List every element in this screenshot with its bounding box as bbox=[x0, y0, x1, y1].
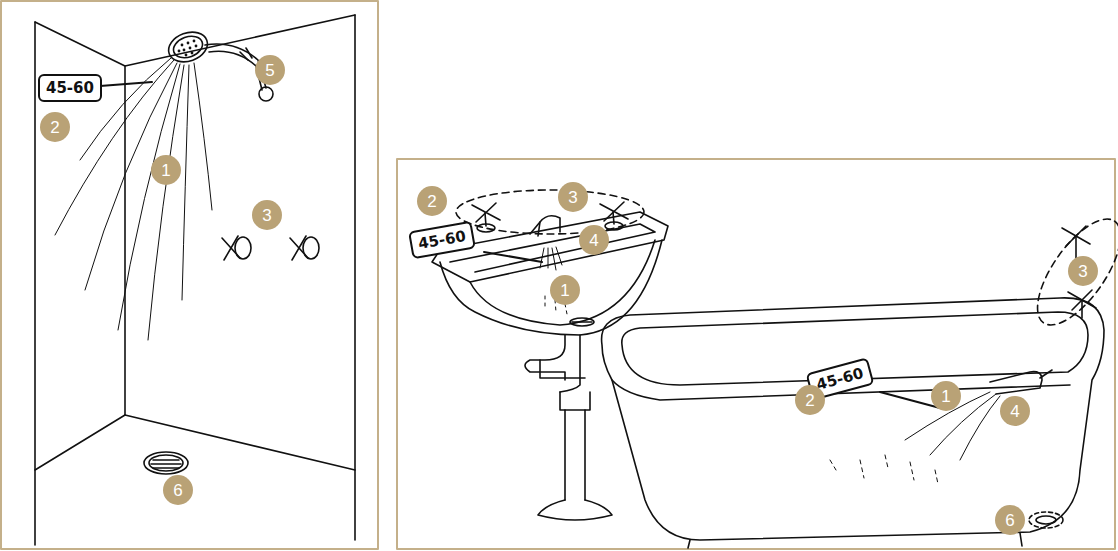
panel-frame bbox=[1, 1, 378, 549]
callout-number: 1 bbox=[931, 381, 961, 411]
shower-stall bbox=[35, 15, 355, 545]
faucet-handles bbox=[222, 236, 319, 260]
callout-number: 5 bbox=[255, 55, 285, 85]
temperature-tag: 45-60 bbox=[408, 221, 476, 260]
callout-label: 3 bbox=[568, 189, 577, 206]
callout-label: 2 bbox=[805, 392, 814, 409]
callout-number: 1 bbox=[550, 275, 580, 305]
callout-label: 3 bbox=[262, 207, 271, 224]
tag-stick bbox=[484, 252, 542, 262]
callout-number: 3 bbox=[1068, 256, 1098, 286]
callout-label: 4 bbox=[1010, 403, 1019, 420]
callout-label: 5 bbox=[265, 62, 274, 79]
callout-label: 6 bbox=[173, 482, 182, 499]
callout-label: 4 bbox=[589, 232, 598, 249]
callout-label: 2 bbox=[427, 193, 436, 210]
callout-number: 3 bbox=[252, 200, 282, 230]
callout-label: 3 bbox=[1078, 263, 1087, 280]
tag-stick bbox=[100, 82, 152, 86]
callout-number: 2 bbox=[40, 112, 70, 142]
callout-number: 6 bbox=[163, 475, 193, 505]
callout-number: 2 bbox=[417, 186, 447, 216]
callout-number: 6 bbox=[995, 505, 1025, 535]
temperature-range: 45-60 bbox=[46, 79, 94, 97]
panel-frame bbox=[397, 159, 1115, 549]
callout-label: 2 bbox=[50, 119, 59, 136]
callout-number: 4 bbox=[579, 225, 609, 255]
temperature-range: 45-60 bbox=[814, 364, 865, 394]
callout-number: 4 bbox=[1000, 396, 1030, 426]
callout-number: 2 bbox=[795, 385, 825, 415]
callout-label: 1 bbox=[941, 388, 950, 405]
bathtub bbox=[602, 206, 1118, 548]
drain bbox=[144, 452, 188, 474]
callout-number: 3 bbox=[558, 182, 588, 212]
callout-label: 6 bbox=[1005, 512, 1014, 529]
callout-label: 1 bbox=[560, 282, 569, 299]
callout-number: 1 bbox=[151, 155, 181, 185]
callout-label: 1 bbox=[161, 162, 170, 179]
temperature-tag: 45-60 bbox=[38, 74, 102, 102]
temperature-range: 45-60 bbox=[417, 227, 467, 253]
